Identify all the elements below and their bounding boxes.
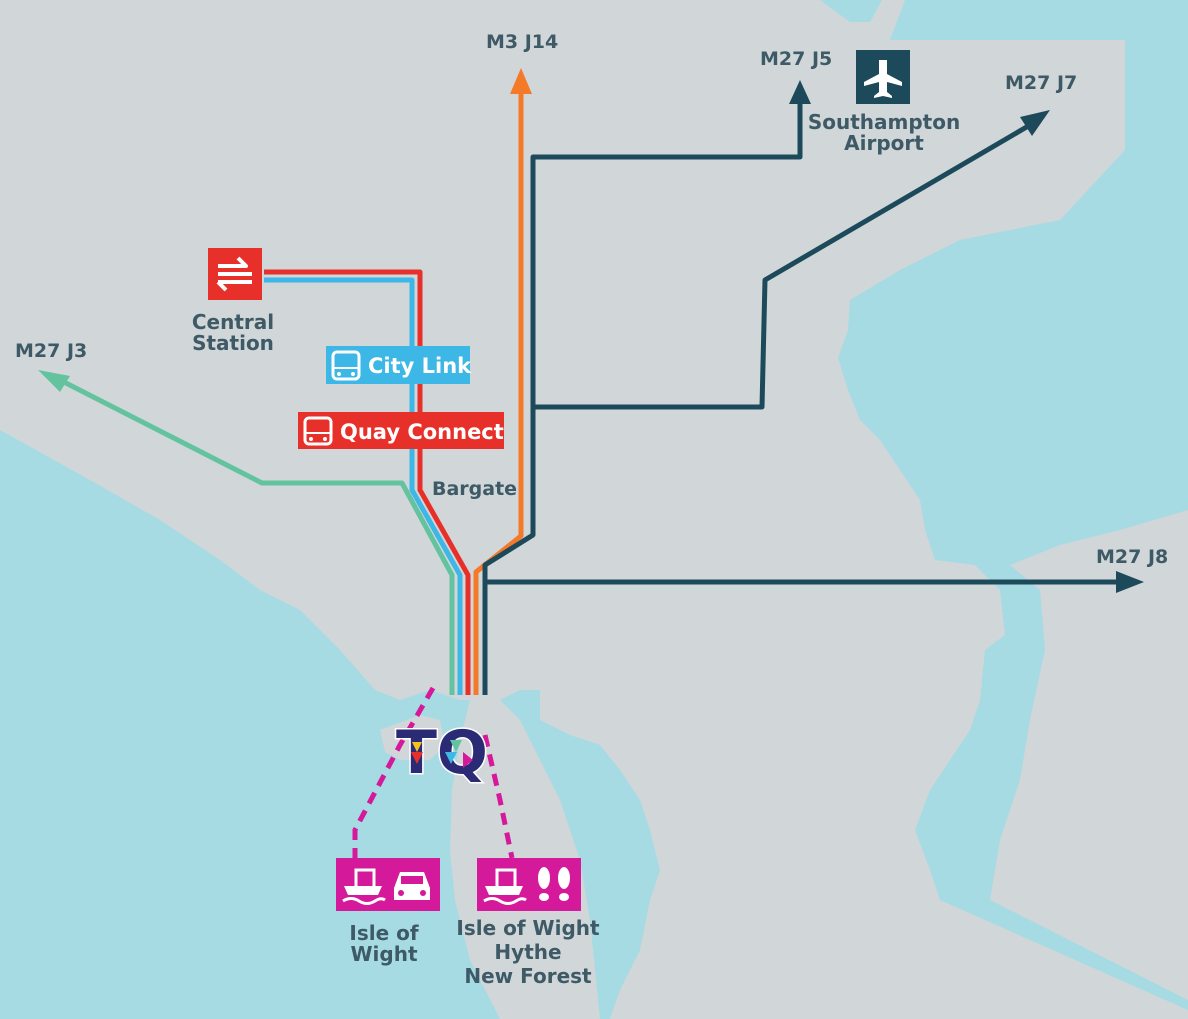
label-iow-line1: Isle of (349, 921, 418, 945)
ferry-icon (342, 868, 386, 905)
sea-channel-east (855, 290, 1030, 560)
label-station-line1: Central (192, 310, 274, 334)
ferry-foot-badge (477, 858, 581, 911)
quay-connect-badge: Quay Connect (298, 412, 504, 449)
land-east (990, 510, 1188, 1000)
ferry-car-badge (336, 858, 440, 911)
arrow-m27-j5 (789, 80, 811, 104)
city-link-badge: City Link (326, 346, 472, 384)
tq-logo-tile (445, 752, 457, 764)
tq-logo-tile (450, 740, 462, 752)
label-station-line2: Station (192, 331, 274, 355)
footprints-icon (538, 867, 570, 901)
tq-logo-tile (411, 752, 423, 764)
route-m27-j7 (533, 122, 1032, 410)
tq-logo-tile (412, 742, 422, 752)
airplane-icon (856, 50, 910, 104)
route-m27-j3 (58, 377, 455, 695)
bus-icon (331, 350, 361, 381)
label-hythe-line2: Hythe (494, 940, 561, 964)
ferry-route-hythe (482, 734, 515, 859)
label-m27-j3: M27 J3 (15, 340, 87, 362)
label-bargate: Bargate (432, 478, 517, 500)
tq-logo: TQ (395, 717, 490, 790)
ferry-icon (483, 868, 527, 905)
label-hythe-line1: Isle of Wight (456, 916, 600, 940)
arrow-m3-j14 (510, 68, 532, 94)
label-airport-line1: Southampton (808, 110, 960, 134)
land-docks (756, 662, 875, 760)
city-link-label: City Link (368, 354, 472, 378)
label-m27-j5: M27 J5 (760, 48, 832, 70)
label-hythe-line3: New Forest (464, 964, 592, 988)
label-m3-j14: M3 J14 (486, 31, 558, 53)
label-m27-j8: M27 J8 (1096, 546, 1168, 568)
label-m27-j7: M27 J7 (1005, 72, 1077, 94)
tq-logo-text: TQ (396, 718, 488, 788)
arrow-m27-j7 (1020, 110, 1050, 136)
tq-logo-tile (463, 752, 473, 768)
arrow-m27-j8 (1116, 571, 1144, 593)
route-quay-connect (264, 269, 471, 695)
route-city-link (264, 277, 463, 695)
label-airport-line2: Airport (844, 131, 924, 155)
car-icon (394, 872, 430, 900)
label-iow-line2: Wight (350, 942, 417, 966)
route-m27-j5-j7 (482, 100, 803, 582)
arrow-m27-j3 (38, 370, 70, 392)
national-rail-icon (208, 248, 262, 300)
bus-icon (303, 416, 333, 446)
quay-connect-label: Quay Connect (340, 420, 504, 444)
